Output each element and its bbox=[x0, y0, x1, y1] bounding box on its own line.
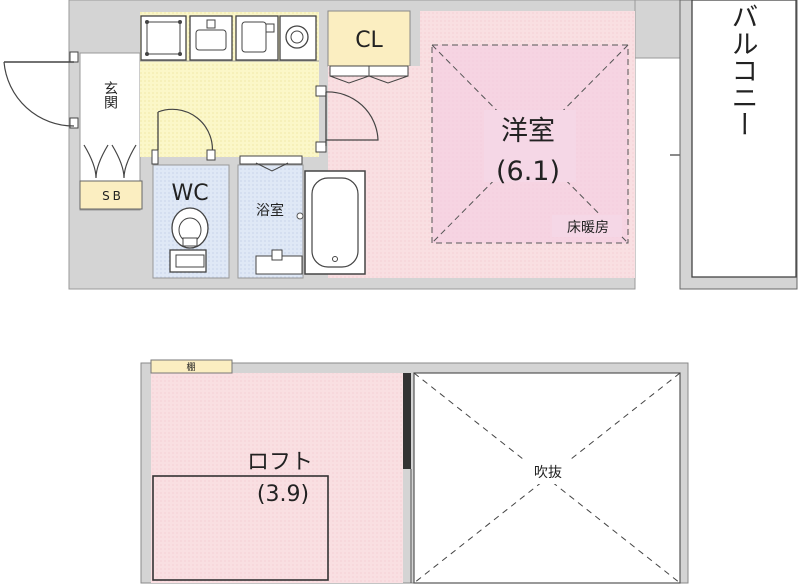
stove-icon bbox=[279, 15, 317, 61]
balcony: バルコニー bbox=[679, 0, 798, 290]
bathroom-sink-icon bbox=[255, 212, 304, 275]
loft-label: ロフト bbox=[247, 450, 313, 475]
first-floor: 玄関 SB CL 洋室 (6.1) 床暖房 WC bbox=[3, 0, 700, 290]
western-room-size: (6.1) bbox=[496, 156, 560, 187]
closet bbox=[327, 10, 411, 67]
balcony-label: バルコニー bbox=[727, 3, 758, 138]
washing-basin-icon bbox=[189, 15, 233, 61]
genkan-label: 玄関 bbox=[102, 80, 118, 110]
bed-outline bbox=[152, 475, 329, 581]
loft-size: (3.9) bbox=[257, 482, 309, 507]
loft-level: 吹抜 棚 ロフト (3.9) bbox=[140, 359, 689, 584]
shelf bbox=[150, 359, 233, 374]
open-ceiling-label: 吹抜 bbox=[534, 465, 562, 481]
closet-label: CL bbox=[355, 28, 383, 53]
toilet-icon bbox=[169, 207, 209, 273]
floor-heating-label: 床暖房 bbox=[567, 220, 609, 236]
wc-label: WC bbox=[171, 181, 208, 206]
bathtub-icon bbox=[304, 170, 366, 275]
refrigerator-icon bbox=[140, 15, 187, 61]
bathroom-label: 浴室 bbox=[256, 202, 284, 219]
kitchen-sink-icon bbox=[235, 15, 279, 61]
shoe-box-label: SB bbox=[102, 189, 124, 203]
shoe-box bbox=[79, 180, 143, 210]
western-room-label: 洋室 bbox=[501, 116, 555, 147]
loft-floor bbox=[151, 373, 403, 583]
entrance-door-icon bbox=[3, 51, 79, 129]
shelf-label: 棚 bbox=[186, 361, 195, 373]
